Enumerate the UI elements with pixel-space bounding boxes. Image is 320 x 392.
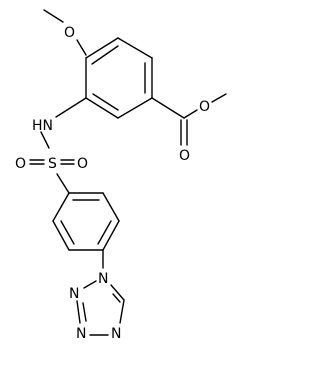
- bond-tz-n2-n1: [83, 280, 97, 289]
- bond-tz-n1-c: [110, 284, 125, 301]
- bond-ring2-5: [52, 220, 70, 251]
- bond-tz-c-n4: [119, 299, 125, 324]
- atom-n1-tetrazole: N: [98, 271, 108, 287]
- atom-o-ester-carbonyl: O: [179, 148, 190, 164]
- bond-s-to-ring2: [56, 173, 70, 194]
- bond-methoxy-methyl: [43, 9, 64, 23]
- bond-tz-n3-n2: [76, 300, 81, 324]
- bond-ring1-5: [85, 97, 119, 119]
- atom-n2-tetrazole: N: [69, 286, 79, 302]
- atom-n3-tetrazole: N: [76, 326, 86, 342]
- bonds: [29, 9, 227, 336]
- atom-o-sulfonyl-right: O: [77, 156, 88, 172]
- bond-ring1-2: [117, 37, 153, 59]
- bond-ring2-5-inner: [60, 220, 75, 245]
- bond-o-to-methyl: [211, 93, 227, 103]
- atom-labels: O HN S O O O O N N N N: [15, 25, 210, 342]
- atom-o-ester: O: [199, 99, 210, 115]
- atom-s: S: [48, 156, 57, 172]
- atom-o-methoxy: O: [64, 25, 75, 41]
- bond-ring1-1: [85, 37, 119, 59]
- bond-ring1-5-inner: [92, 93, 119, 111]
- bond-methoxy-o-ring: [76, 39, 87, 56]
- bond-ring2-3-inner: [97, 220, 112, 245]
- atom-nh: HN: [32, 118, 53, 134]
- bond-ring-to-nh: [55, 97, 87, 118]
- bond-ring2-3: [102, 220, 120, 251]
- bond-ring-to-carbonyl: [151, 97, 185, 119]
- molecule-drawing: O HN S O O O O N N N N: [15, 9, 227, 342]
- atom-o-sulfonyl-left: O: [15, 156, 26, 172]
- bond-ring2-2: [102, 192, 120, 222]
- bond-ring2-6: [52, 192, 70, 222]
- atom-n4-tetrazole: N: [111, 326, 121, 342]
- bond-nh-to-s: [40, 131, 50, 149]
- bond-tz-n3-n2-inner: [82, 302, 87, 322]
- bond-ring1-4: [117, 97, 153, 119]
- bond-tz-n1-c-inner: [112, 293, 121, 303]
- structure-canvas: O HN S O O O O N N N N: [15, 9, 227, 342]
- bond-ring1-1-inner: [91, 45, 119, 65]
- bond-carbonyl-to-o: [183, 109, 198, 119]
